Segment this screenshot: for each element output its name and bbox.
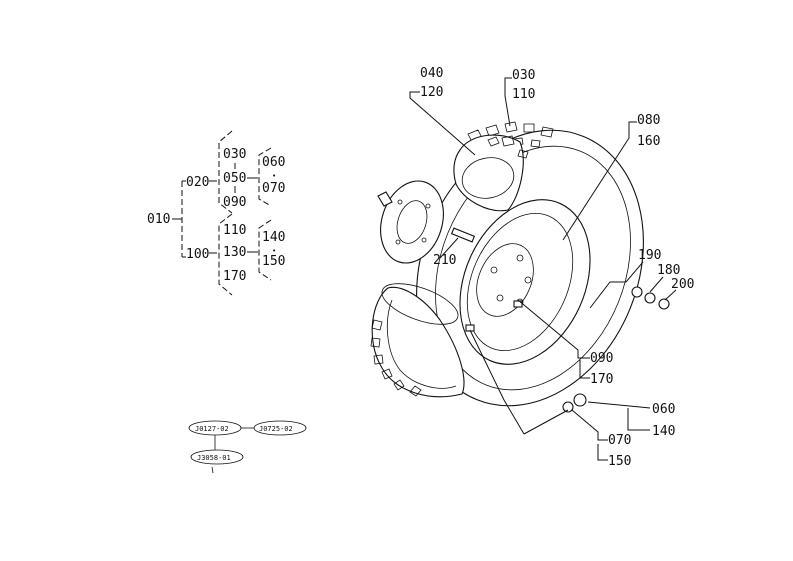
nut-200[interactable] [658,298,670,310]
callout-070[interactable]: 070 [608,433,631,448]
reference-badges: J0127-02 J0725-02 J3058-01 [188,420,307,474]
tree-g1-item-bot[interactable]: 090 [223,195,246,210]
callout-200[interactable]: 200 [671,277,694,292]
callout-090[interactable]: 090 [590,351,613,366]
callout-170[interactable]: 170 [590,372,613,387]
ref-badge-b-label: J0725-02 [259,425,293,433]
tree-g1-sub-b[interactable]: 070 [262,181,285,196]
callout-040[interactable]: 040 [420,66,443,81]
callout-210[interactable]: 210 [433,253,456,268]
tree-g2-item-mid[interactable]: 130 [223,245,246,260]
hub-disc[interactable] [370,173,453,271]
callout-110[interactable]: 110 [512,87,535,102]
ref-badge-a-label: J0127-02 [195,425,229,433]
tree-g1-sub-a[interactable]: 060 [262,155,285,170]
leader-lines [409,77,677,461]
tree-g2-sub-a[interactable]: 140 [262,230,285,245]
tree-g2-item-top[interactable]: 110 [223,223,246,238]
tree-g1-item-top[interactable]: 030 [223,147,246,162]
callout-160[interactable]: 160 [637,134,660,149]
callout-180[interactable]: 180 [657,263,680,278]
ref-badge-c[interactable] [190,449,244,465]
callout-labels: 040 120 030 110 080 160 210 190 180 200 … [420,66,694,469]
tree-g1-item-mid[interactable]: 050 [223,171,246,186]
callout-030[interactable]: 030 [512,68,535,83]
tire-half-upper[interactable] [453,134,529,212]
callout-140[interactable]: 140 [652,424,675,439]
callout-190[interactable]: 190 [638,248,661,263]
tree-group-1-label[interactable]: 020 [186,175,209,190]
valve-stem[interactable] [450,227,476,243]
tree-g1-sub-dot: • [272,172,276,180]
wheel-assembly: 040 120 030 110 080 160 210 190 180 200 … [370,66,694,469]
ref-badge-b[interactable] [253,420,307,436]
tree-root-label[interactable]: 010 [147,212,170,227]
bolt-060[interactable] [573,393,587,407]
tree-g2-item-bot[interactable]: 170 [223,269,246,284]
callout-150[interactable]: 150 [608,454,631,469]
tree-g2-sub-dot: • [272,247,276,255]
nut-190[interactable] [631,286,643,298]
tire-half-lower[interactable] [370,275,465,398]
callout-120[interactable]: 120 [420,85,443,100]
ref-badge-c-label: J3058-01 [197,454,231,462]
parts-tree: 010 020 030 050 090 060 • 070 100 110 13… [147,130,285,296]
tree-group-2-label[interactable]: 100 [186,247,209,262]
nut-070[interactable] [562,401,574,413]
callout-080[interactable]: 080 [637,113,660,128]
tree-g2-sub-b[interactable]: 150 [262,254,285,269]
wheel-rim[interactable] [435,179,615,385]
callout-060[interactable]: 060 [652,402,675,417]
washer-180[interactable] [644,292,656,304]
